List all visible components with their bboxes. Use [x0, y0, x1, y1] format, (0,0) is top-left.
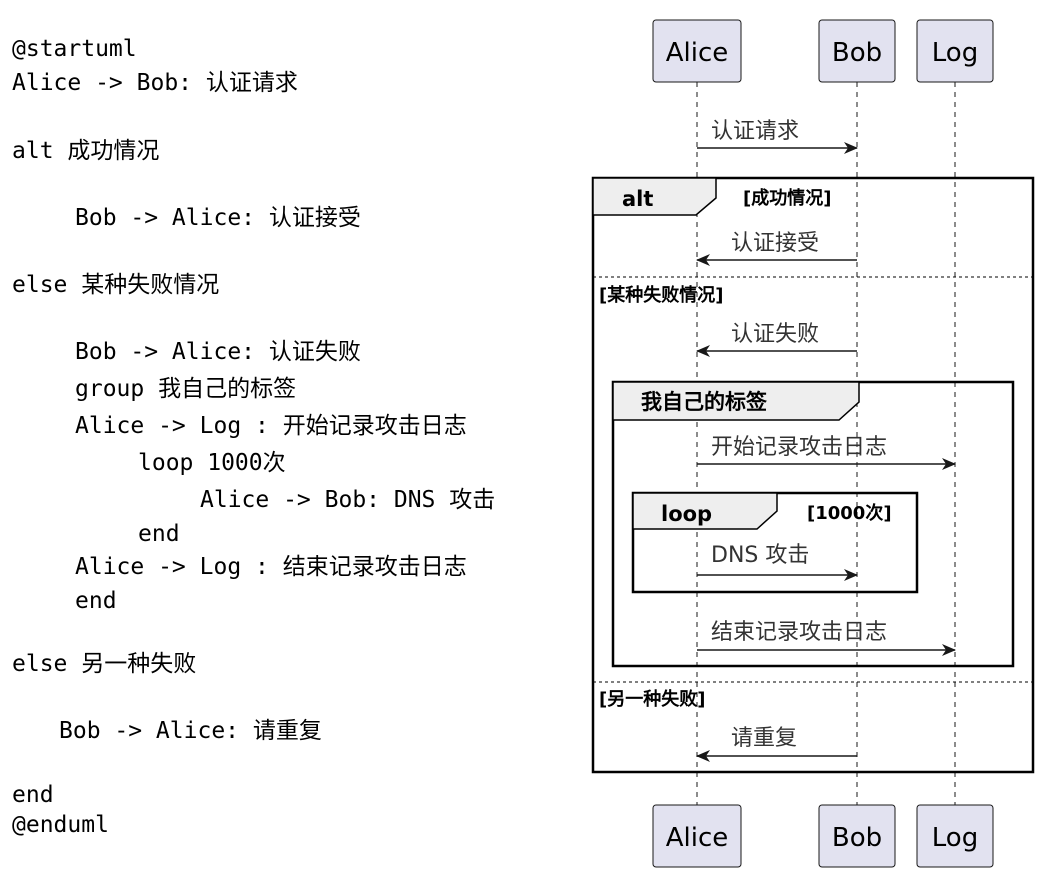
fragment-keyword: alt: [622, 187, 653, 211]
code-line: end: [12, 782, 54, 808]
participant-label: Alice: [666, 823, 729, 853]
else-separator: [某种失败情况]: [593, 276, 1033, 306]
group-fragment: 我自己的标签: [611, 380, 1015, 668]
participant-label: Log: [932, 38, 978, 68]
message-label: 开始记录攻击日志: [711, 435, 887, 460]
code-line: Alice -> Bob: 认证请求: [12, 70, 298, 96]
message-auth-accept: 认证接受: [696, 231, 857, 266]
message-dns-attack: DNS 攻击: [697, 543, 858, 581]
participant-label: Bob: [832, 38, 882, 68]
message-auth-request: 认证请求: [697, 119, 858, 154]
code-line: else 另一种失败: [12, 651, 197, 677]
message-end-log: 结束记录攻击日志: [697, 620, 956, 656]
code-line: Alice -> Log : 结束记录攻击日志: [75, 554, 467, 580]
alt-fragment: alt [成功情况]: [591, 176, 1035, 774]
participant-log-bottom: Log: [916, 804, 994, 868]
code-line: Alice -> Bob: DNS 攻击: [200, 487, 496, 513]
participant-label: Log: [932, 823, 978, 853]
code-line: @enduml: [12, 812, 109, 838]
code-line: Bob -> Alice: 认证接受: [75, 205, 361, 231]
loop-fragment: loop [1000次]: [631, 491, 919, 594]
participant-alice-bottom: Alice: [652, 804, 742, 868]
fragment-guard: [某种失败情况]: [599, 284, 723, 306]
code-line: Alice -> Log : 开始记录攻击日志: [75, 413, 467, 439]
participant-bob-bottom: Bob: [818, 804, 896, 868]
code-line: end: [75, 588, 117, 614]
else-separator: [另一种失败]: [593, 681, 1033, 710]
code-line: @startuml: [12, 36, 137, 62]
message-start-log: 开始记录攻击日志: [697, 435, 956, 470]
code-line: Bob -> Alice: 认证失败: [75, 339, 361, 365]
message-label: 结束记录攻击日志: [711, 620, 887, 645]
code-line: Bob -> Alice: 请重复: [59, 718, 322, 744]
participant-label: Bob: [832, 823, 882, 853]
fragment-guard: [1000次]: [807, 502, 892, 524]
message-label: 认证失败: [731, 322, 819, 347]
fragment-keyword: loop: [661, 502, 712, 526]
fragment-guard: [另一种失败]: [599, 688, 705, 710]
fragment-label: 我自己的标签: [641, 390, 768, 414]
code-line: group 我自己的标签: [75, 376, 297, 402]
message-label: 认证接受: [731, 231, 819, 256]
fragment-guard: [成功情况]: [743, 187, 831, 209]
code-line: else 某种失败情况: [12, 272, 220, 298]
code-line: end: [138, 521, 180, 547]
code-line: alt 成功情况: [12, 138, 160, 164]
message-auth-fail: 认证失败: [696, 322, 857, 357]
participant-alice-top: Alice: [652, 19, 742, 83]
message-label: 认证请求: [711, 119, 799, 144]
message-label: 请重复: [731, 726, 797, 751]
message-repeat: 请重复: [696, 726, 857, 762]
message-label: DNS 攻击: [711, 543, 809, 568]
participant-log-top: Log: [916, 19, 994, 83]
participant-label: Alice: [666, 38, 729, 68]
participant-bob-top: Bob: [818, 19, 896, 83]
code-line: loop 1000次: [138, 450, 286, 476]
